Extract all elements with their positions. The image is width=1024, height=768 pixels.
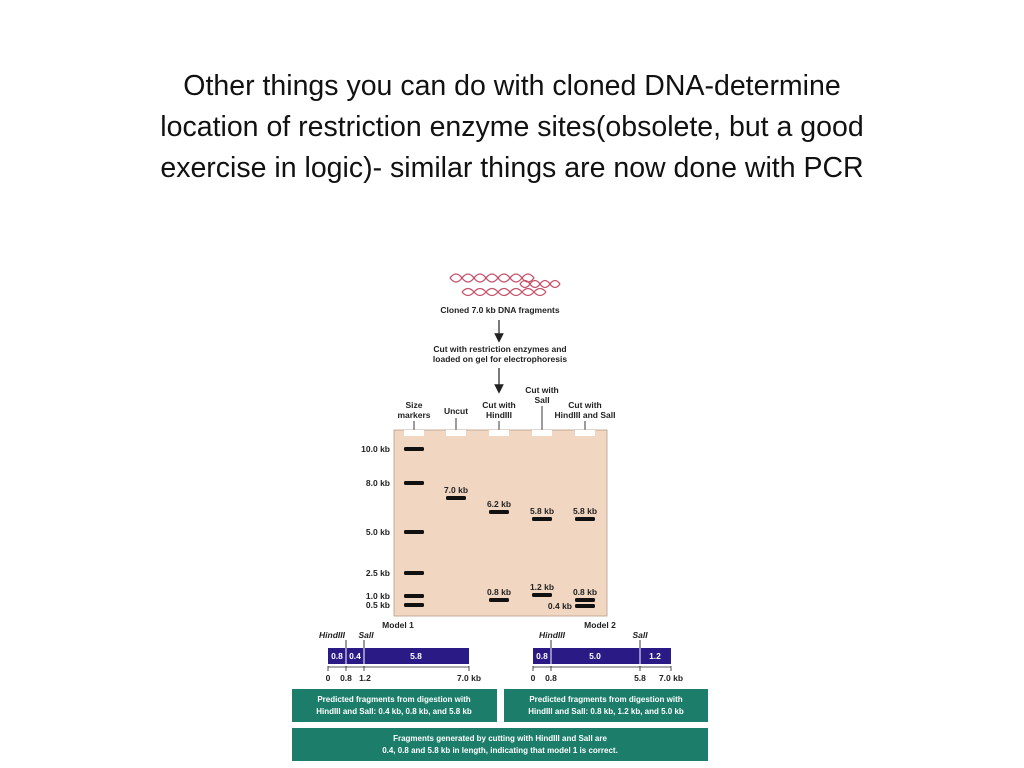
band-label-both-small: 0.4 kb: [548, 601, 572, 611]
model-1-scale-2: 1.2: [359, 673, 371, 683]
model-1-prediction-box: Predicted fragments from digestion with …: [292, 689, 497, 722]
model-2-scale-3: 7.0 kb: [659, 673, 683, 683]
marker-label-0-5kb: 0.5 kb: [366, 600, 390, 610]
band-hind-0-8kb: [489, 598, 509, 602]
band-label-both-mid: 0.8 kb: [573, 587, 597, 597]
model-1-segment-3: 5.8: [410, 651, 422, 661]
band-marker-2-5kb: [404, 571, 424, 575]
model-2-scale-0: 0: [531, 673, 536, 683]
gel: [393, 429, 608, 617]
lane-headers: Size markers Uncut Cut with HindIII Cut …: [397, 385, 615, 420]
band-label-uncut: 7.0 kb: [444, 485, 468, 495]
band-label-hind-large: 6.2 kb: [487, 499, 511, 509]
band-marker-10kb: [404, 447, 424, 451]
conclusion-box: Fragments generated by cutting with Hind…: [292, 728, 708, 761]
band-label-sal-small: 1.2 kb: [530, 582, 554, 592]
band-label-sal-large: 5.8 kb: [530, 506, 554, 516]
model-1-scale-0: 0: [326, 673, 331, 683]
title-line-1: Other things you can do with cloned DNA-…: [183, 70, 841, 102]
model-1-map: Model 1 HindIII SalI 0.8 0.4 5.8 0 0.8 1…: [319, 620, 481, 683]
model-2-prediction-box: Predicted fragments from digestion with …: [504, 689, 708, 722]
model-1-prediction-line-1: Predicted fragments from digestion with: [317, 695, 470, 704]
marker-label-5kb: 5.0 kb: [366, 527, 390, 537]
model-1-segment-2: 0.4: [349, 651, 361, 661]
band-both-0-8kb: [575, 598, 595, 602]
marker-label-10kb: 10.0 kb: [361, 444, 390, 454]
gel-wells: [404, 430, 595, 436]
model-1-bar: [328, 648, 469, 664]
lane-header-sal-2: SalI: [534, 395, 549, 405]
lane-header-uncut: Uncut: [444, 406, 468, 416]
band-sal-1-2kb: [532, 593, 552, 597]
model-2-bar: [533, 648, 671, 664]
model-1-prediction-line-2: HindIII and SalI: 0.4 kb, 0.8 kb, and 5.…: [316, 707, 472, 716]
conclusion-line-1: Fragments generated by cutting with Hind…: [393, 734, 607, 743]
model-2-site-sal: SalI: [632, 630, 648, 640]
model-2-prediction-line-2: HindIII and SalI: 0.8 kb, 1.2 kb, and 5.…: [528, 707, 684, 716]
marker-label-1kb: 1.0 kb: [366, 591, 390, 601]
step-label-line-1: Cut with restriction enzymes and: [433, 344, 566, 354]
model-1-scale-3: 7.0 kb: [457, 673, 481, 683]
step-label-line-2: loaded on gel for electrophoresis: [433, 354, 567, 364]
lane-header-markers-2: markers: [397, 410, 430, 420]
title-line-2: location of restriction enzyme sites(obs…: [160, 111, 864, 143]
model-2-map: Model 2 HindIII SalI 0.8 5.0 1.2 0 0.8 5…: [531, 620, 683, 683]
band-marker-0-5kb: [404, 603, 424, 607]
lane-header-hind-2: HindIII: [486, 410, 512, 420]
band-marker-5kb: [404, 530, 424, 534]
lane-header-both-1: Cut with: [568, 400, 602, 410]
model-2-title: Model 2: [584, 620, 616, 630]
slide-title: Other things you can do with cloned DNA-…: [40, 66, 984, 189]
lane-header-both-2: HindIII and SalI: [555, 410, 616, 420]
dna-helix-icon: [449, 273, 561, 297]
band-marker-8kb: [404, 481, 424, 485]
conclusion-line-2: 0.4, 0.8 and 5.8 kb in length, indicatin…: [382, 746, 618, 755]
lane-header-hind-1: Cut with: [482, 400, 516, 410]
model-2-segment-1: 0.8: [536, 651, 548, 661]
band-labels: 7.0 kb 6.2 kb 0.8 kb 5.8 kb 1.2 kb 5.8 k…: [444, 485, 597, 611]
model-1-site-sal: SalI: [358, 630, 374, 640]
band-hind-6-2kb: [489, 510, 509, 514]
band-both-0-4kb: [575, 604, 595, 608]
band-uncut-7kb: [446, 496, 466, 500]
model-2-segment-3: 1.2: [649, 651, 661, 661]
model-1-segment-1: 0.8: [331, 651, 343, 661]
model-2-scale-1: 0.8: [545, 673, 557, 683]
gel-bands: [404, 447, 595, 608]
band-sal-5-8kb: [532, 517, 552, 521]
lane-header-markers-1: Size: [405, 400, 422, 410]
title-line-3: exercise in logic)- similar things are n…: [160, 152, 864, 184]
marker-size-labels: 10.0 kb 8.0 kb 5.0 kb 2.5 kb 1.0 kb 0.5 …: [361, 444, 390, 610]
band-label-hind-small: 0.8 kb: [487, 587, 511, 597]
band-marker-1kb: [404, 594, 424, 598]
model-1-site-hind: HindIII: [319, 630, 346, 640]
model-2-scale-2: 5.8: [634, 673, 646, 683]
lane-header-sal-1: Cut with: [525, 385, 559, 395]
model-1-title: Model 1: [382, 620, 414, 630]
dna-fragments-label: Cloned 7.0 kb DNA fragments: [440, 305, 559, 315]
model-1-scale-1: 0.8: [340, 673, 352, 683]
model-2-segment-2: 5.0: [589, 651, 601, 661]
marker-label-2-5kb: 2.5 kb: [366, 568, 390, 578]
model-2-prediction-line-1: Predicted fragments from digestion with: [529, 695, 682, 704]
band-both-5-8kb: [575, 517, 595, 521]
band-label-both-large: 5.8 kb: [573, 506, 597, 516]
marker-label-8kb: 8.0 kb: [366, 478, 390, 488]
model-2-site-hind: HindIII: [539, 630, 566, 640]
